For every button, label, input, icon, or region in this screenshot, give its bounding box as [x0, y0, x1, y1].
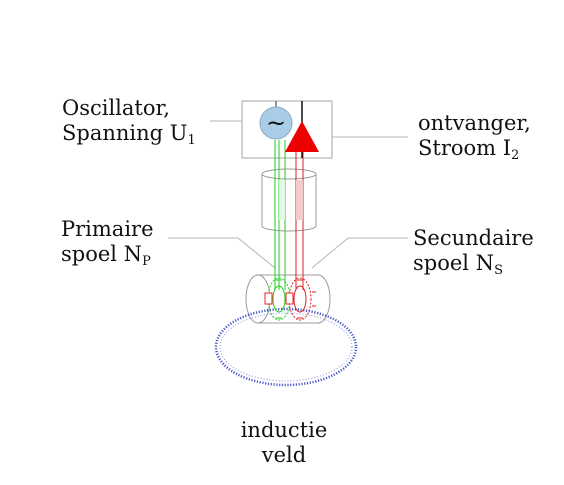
oscillator-symbol: ~ [266, 109, 286, 137]
receiver-label-line1: ontvanger, [418, 111, 531, 135]
triangle-amplifier-icon [285, 121, 319, 152]
receiver-label: ontvanger, Stroom I2 [418, 111, 531, 163]
leader-lines [168, 120, 408, 269]
primary-coil-label-line1: Primaire [61, 217, 154, 241]
secondary-coil-inner [293, 285, 307, 313]
primary-coil-label: Primaire spoel NP [61, 217, 154, 269]
primary-wire-highlight [279, 180, 285, 220]
secondary-leader-line [311, 237, 408, 269]
induction-field-label: inductie veld [236, 418, 332, 468]
secondary-coil-label-main: spoel N [413, 251, 495, 275]
primary-coil-label-main: spoel N [61, 242, 143, 266]
oscillator-circle [259, 106, 293, 140]
oscillator-label-line2: Spanning U1 [62, 121, 196, 148]
induction-field-label-line1: inductie [240, 418, 328, 442]
primary-coil-label-line2: spoel NP [61, 242, 154, 269]
secondary-wire-highlight [296, 180, 303, 220]
induction-field-loop-inner [219, 312, 353, 382]
induction-field-label-line2: veld [261, 443, 307, 467]
receiver-label-subscript: 2 [511, 148, 520, 163]
oscillator-label-main: Spanning U [62, 121, 188, 145]
oscillator-label-subscript: 1 [187, 133, 196, 148]
receiver-label-line2: Stroom I2 [418, 136, 531, 163]
upper-cylinder [261, 168, 317, 232]
secondary-coil-label-line2: spoel NS [413, 251, 534, 278]
primary-coil-label-subscript: P [142, 254, 151, 269]
upper-cylinder-top-rim [261, 168, 317, 180]
secondary-coil-label-line1: Secundaire [413, 226, 534, 250]
secondary-coil-label: Secundaire spoel NS [413, 226, 534, 278]
oscillator-label-line1: Oscillator, [62, 96, 170, 120]
receiver-label-main: Stroom I [418, 136, 512, 160]
secondary-coil [288, 277, 316, 321]
lower-cylinder-outline [258, 274, 331, 324]
oscillator-label: Oscillator, Spanning U1 [62, 96, 196, 148]
primary-coil-inner [272, 285, 286, 313]
secondary-core-marker [285, 292, 294, 305]
sine-wave-icon: ~ [259, 101, 293, 140]
induction-field-loop [214, 307, 358, 387]
secondary-coil-outer [288, 277, 312, 321]
primary-leader-line [168, 237, 276, 269]
upper-cylinder-bottom-rim [261, 225, 317, 232]
secondary-coil-label-subscript: S [494, 263, 503, 278]
primary-core-marker [264, 292, 273, 305]
